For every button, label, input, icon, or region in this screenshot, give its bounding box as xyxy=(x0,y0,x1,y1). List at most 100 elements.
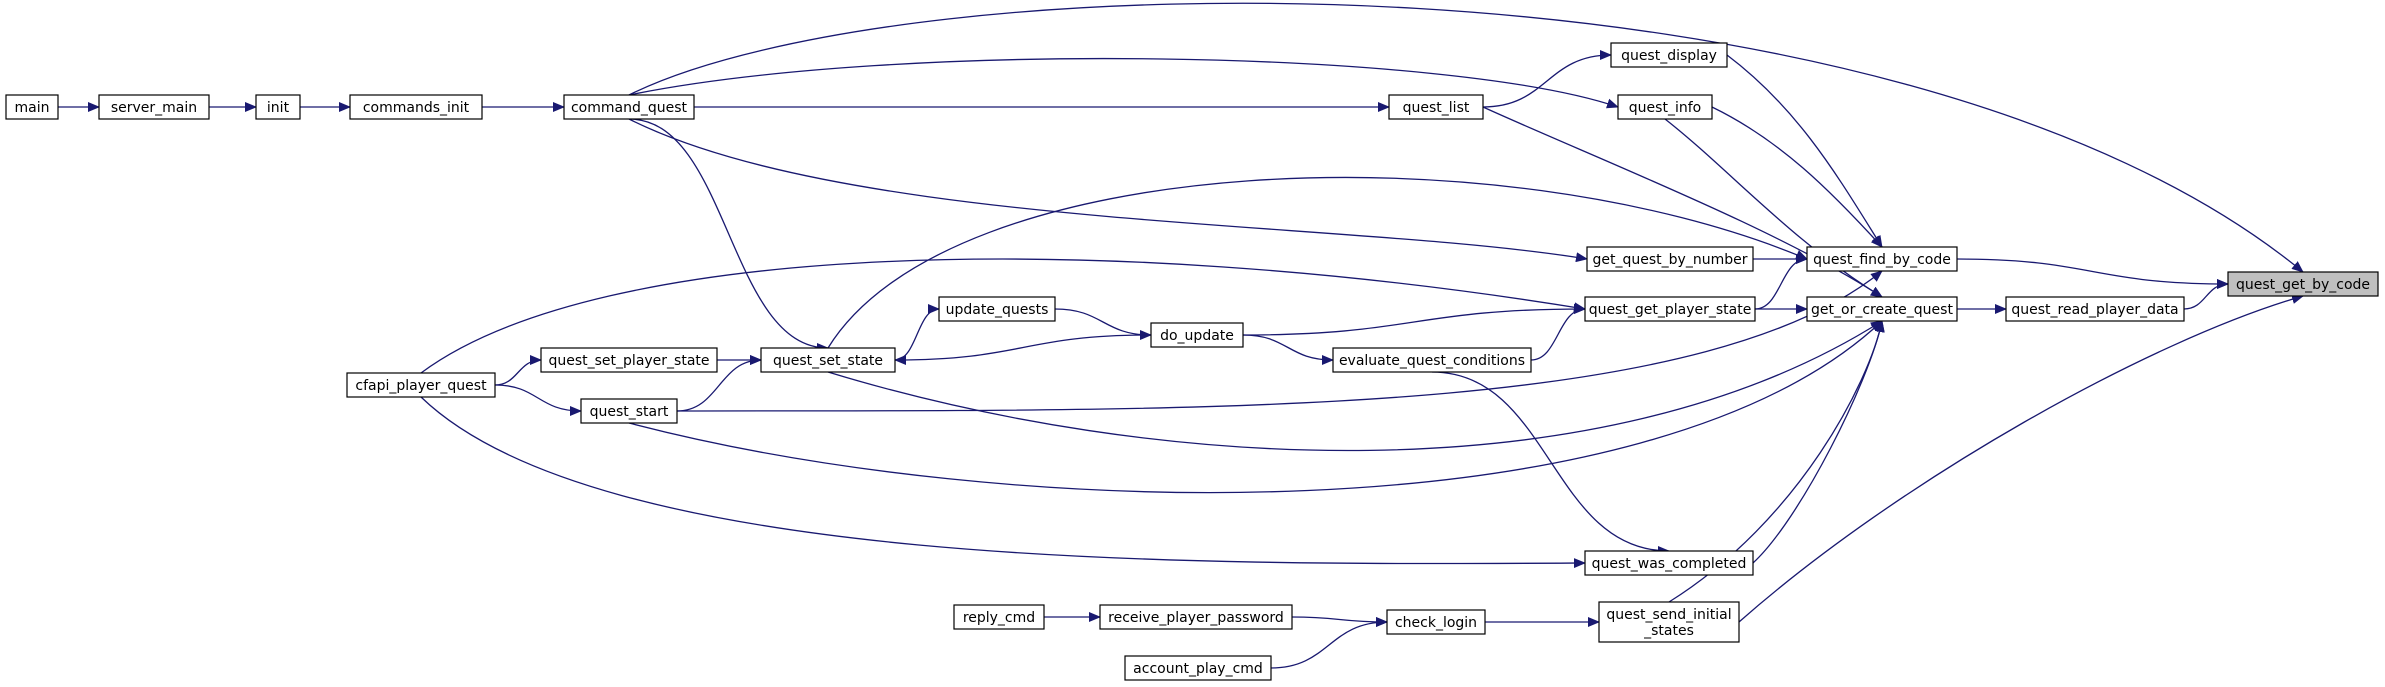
node-check_login[interactable]: check_login xyxy=(1386,609,1486,635)
edge-quest_list-to-quest_display xyxy=(1482,50,1612,108)
node-box xyxy=(2005,296,2185,322)
node-main[interactable]: main xyxy=(5,94,59,120)
node-box xyxy=(760,347,896,373)
node-box xyxy=(1586,246,1754,272)
node-label: init xyxy=(267,100,290,116)
node-command_quest[interactable]: command_quest xyxy=(563,94,695,120)
node-quest_was_completed[interactable]: quest_was_completed xyxy=(1584,550,1754,576)
node-box xyxy=(1386,609,1486,635)
node-label: server_main xyxy=(111,100,197,116)
node-label: do_update xyxy=(1160,328,1234,344)
node-box xyxy=(953,604,1045,630)
node-quest_set_player_state[interactable]: quest_set_player_state xyxy=(540,347,718,373)
node-box xyxy=(1806,246,1958,272)
node-update_quests[interactable]: update_quests xyxy=(938,296,1056,322)
node-box xyxy=(1099,604,1293,630)
edge-cfapi_player_quest-to-quest_set_player_state xyxy=(494,355,542,386)
node-get_or_create_quest[interactable]: get_or_create_quest xyxy=(1806,296,1958,322)
node-box xyxy=(5,94,59,120)
edge-command_quest-to-quest_get_by_code xyxy=(628,2,2304,273)
node-quest_read_player_data[interactable]: quest_read_player_data xyxy=(2005,296,2185,322)
node-evaluate_quest_conditions[interactable]: evaluate_quest_conditions xyxy=(1332,347,1532,373)
node-box xyxy=(1584,550,1754,576)
node-label: quest_find_by_code xyxy=(1813,252,1951,268)
edge-quest_read_player_data-to-quest_get_by_code xyxy=(2183,279,2229,310)
node-label: quest_info xyxy=(1629,100,1701,116)
node-quest_list[interactable]: quest_list xyxy=(1388,94,1484,120)
node-box xyxy=(1332,347,1532,373)
node-label: get_quest_by_number xyxy=(1593,252,1748,268)
node-box xyxy=(1610,42,1728,68)
node-init[interactable]: init xyxy=(255,94,301,120)
node-quest_get_player_state[interactable]: quest_get_player_state xyxy=(1584,296,1756,322)
edge-cfapi_player_quest-to-quest_was_completed xyxy=(420,396,1586,569)
node-box xyxy=(1617,94,1713,120)
node-box xyxy=(255,94,301,120)
node-label: account_play_cmd xyxy=(1133,661,1263,677)
edge-do_update-to-quest_set_state xyxy=(894,334,1152,365)
edge-account_play_cmd-to-check_login xyxy=(1270,617,1388,669)
node-server_main[interactable]: server_main xyxy=(98,94,210,120)
edge-quest_set_state-to-update_quests xyxy=(894,304,940,361)
node-commands_init[interactable]: commands_init xyxy=(349,94,483,120)
node-quest_info[interactable]: quest_info xyxy=(1617,94,1713,120)
node-label: cfapi_player_quest xyxy=(355,378,487,394)
node-quest_display[interactable]: quest_display xyxy=(1610,42,1728,68)
node-quest_get_by_code[interactable]: quest_get_by_code xyxy=(2227,271,2379,297)
node-box xyxy=(1806,296,1958,322)
node-label: quest_start xyxy=(590,404,669,420)
node-label: receive_player_password xyxy=(1108,610,1284,626)
node-quest_set_state[interactable]: quest_set_state xyxy=(760,347,896,373)
node-label: quest_send_initial xyxy=(1606,607,1731,623)
edge-cfapi_player_quest-to-quest_start xyxy=(494,384,582,416)
node-label: update_quests xyxy=(946,302,1049,318)
edge-cfapi_player_quest-to-quest_get_player_state xyxy=(420,258,1586,374)
node-label: commands_init xyxy=(363,100,470,116)
node-label: quest_list xyxy=(1403,100,1470,116)
edge-quest_display-to-quest_find_by_code xyxy=(1726,54,1883,248)
node-label: get_or_create_quest xyxy=(1811,302,1953,318)
node-label: quest_was_completed xyxy=(1592,556,1747,572)
node-quest_start[interactable]: quest_start xyxy=(580,398,678,424)
node-account_play_cmd[interactable]: account_play_cmd xyxy=(1124,655,1272,681)
node-reply_cmd[interactable]: reply_cmd xyxy=(953,604,1045,630)
node-do_update[interactable]: do_update xyxy=(1150,322,1244,348)
node-box xyxy=(2227,271,2379,297)
node-label: quest_set_state xyxy=(773,353,883,369)
node-box xyxy=(938,296,1056,322)
node-label: quest_set_player_state xyxy=(548,353,709,369)
node-box xyxy=(346,372,496,398)
node-quest_send_initial_states[interactable]: quest_send_initial_states xyxy=(1598,601,1740,643)
node-box xyxy=(1598,601,1740,643)
node-label: quest_read_player_data xyxy=(2011,302,2178,318)
node-box xyxy=(1584,296,1756,322)
node-label: quest_display xyxy=(1621,48,1717,64)
edge-quest_get_player_state-to-quest_find_by_code xyxy=(1754,254,1808,310)
node-label: reply_cmd xyxy=(963,610,1035,626)
edge-command_quest-to-get_quest_by_number xyxy=(628,118,1588,263)
edge-quest_set_state-to-get_or_create_quest xyxy=(827,320,1883,452)
node-box xyxy=(98,94,210,120)
node-label: _states xyxy=(1643,623,1694,639)
node-label: check_login xyxy=(1395,615,1477,631)
edge-command_quest-to-quest_info xyxy=(628,57,1619,109)
edge-do_update-to-quest_get_player_state xyxy=(1242,304,1586,336)
node-label: quest_get_by_code xyxy=(2236,277,2370,293)
node-box xyxy=(349,94,483,120)
node-cfapi_player_quest[interactable]: cfapi_player_quest xyxy=(346,372,496,398)
edge-quest_set_state-to-quest_find_by_code xyxy=(827,176,1808,349)
node-get_quest_by_number[interactable]: get_quest_by_number xyxy=(1586,246,1754,272)
node-label: main xyxy=(15,100,50,116)
edge-quest_start-to-quest_find_by_code xyxy=(676,270,1883,412)
node-box xyxy=(1388,94,1484,120)
node-quest_find_by_code[interactable]: quest_find_by_code xyxy=(1806,246,1958,272)
node-box xyxy=(563,94,695,120)
edge-command_quest-to-quest_set_state xyxy=(628,118,829,353)
edge-update_quests-to-do_update xyxy=(1054,308,1152,340)
edge-quest_find_by_code-to-quest_get_by_code xyxy=(1956,258,2229,289)
edge-do_update-to-evaluate_quest_conditions xyxy=(1242,334,1334,365)
node-box xyxy=(580,398,678,424)
node-receive_player_password[interactable]: receive_player_password xyxy=(1099,604,1293,630)
edge-evaluate_quest_conditions-to-quest_get_player_state xyxy=(1530,304,1586,361)
